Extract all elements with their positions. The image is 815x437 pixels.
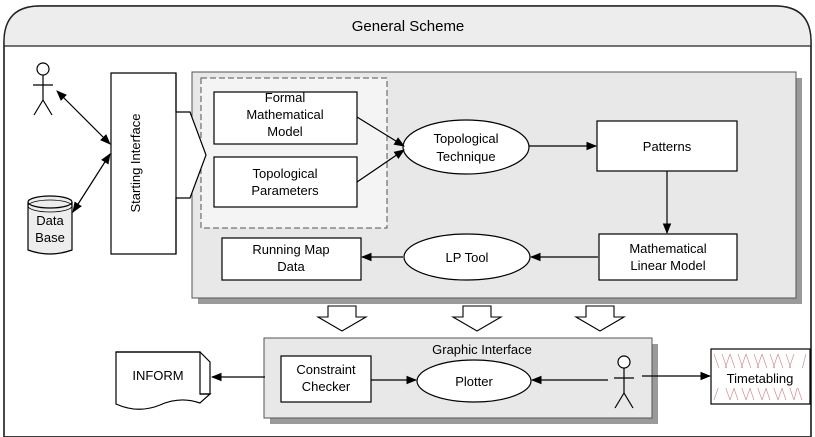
mathematical-linear-model-box: Mathematical Linear Model xyxy=(598,233,738,281)
inform-document: INFORM xyxy=(115,351,212,410)
user-actor-icon xyxy=(33,62,53,116)
database-interface-connector xyxy=(72,153,111,213)
math-linear-label-1: Mathematical xyxy=(629,241,706,256)
topological-technique-node: Topological Technique xyxy=(402,119,530,175)
formal-model-label-3: Model xyxy=(267,124,303,139)
process-arrows xyxy=(356,116,672,262)
patterns-label: Patterns xyxy=(643,139,692,154)
data-base-cylinder: Data Base xyxy=(27,195,73,255)
topological-parameters-box: Topological Parameters xyxy=(213,156,358,208)
bottom-arrows xyxy=(210,371,712,385)
formal-model-label-1: Formal xyxy=(265,90,306,105)
topo-technique-label-2: Technique xyxy=(436,149,495,164)
lp-tool-label: LP Tool xyxy=(446,250,489,265)
formal-model-label-2: Mathematical xyxy=(246,107,323,122)
graphic-interface-label: Graphic Interface xyxy=(432,342,532,357)
constraint-checker-label-1: Constraint xyxy=(296,362,356,377)
constraint-checker-label-2: Checker xyxy=(302,379,351,394)
graphic-user-actor-icon xyxy=(614,355,634,409)
topo-params-label-1: Topological xyxy=(252,166,317,181)
running-map-data-box: Running Map Data xyxy=(221,237,362,281)
data-base-label-line2: Base xyxy=(35,230,65,245)
user-interface-connector xyxy=(56,90,111,145)
plotter-label: Plotter xyxy=(455,374,493,389)
timetabling-label: Timetabling xyxy=(727,371,794,386)
plotter-node: Plotter xyxy=(416,359,532,403)
timetabling-box: Timetabling xyxy=(710,348,811,405)
inform-label: INFORM xyxy=(132,368,183,383)
running-map-label-2: Data xyxy=(277,259,305,274)
data-base-label-line1: Data xyxy=(36,213,64,228)
topo-params-label-2: Parameters xyxy=(251,183,319,198)
lp-tool-node: LP Tool xyxy=(403,233,531,281)
diagram-title: General Scheme xyxy=(352,18,465,35)
starting-interface-label: Starting Interface xyxy=(128,114,143,213)
patterns-box: Patterns xyxy=(596,120,738,172)
constraint-checker-box: Constraint Checker xyxy=(280,355,372,403)
hollow-down-arrows xyxy=(315,305,627,332)
formal-mathematical-model-box: Formal Mathematical Model xyxy=(213,90,358,145)
math-linear-label-2: Linear Model xyxy=(630,258,705,273)
running-map-label-1: Running Map xyxy=(252,242,329,257)
starting-interface-block: Starting Interface xyxy=(110,72,207,255)
topo-technique-label-1: Topological xyxy=(433,131,498,146)
